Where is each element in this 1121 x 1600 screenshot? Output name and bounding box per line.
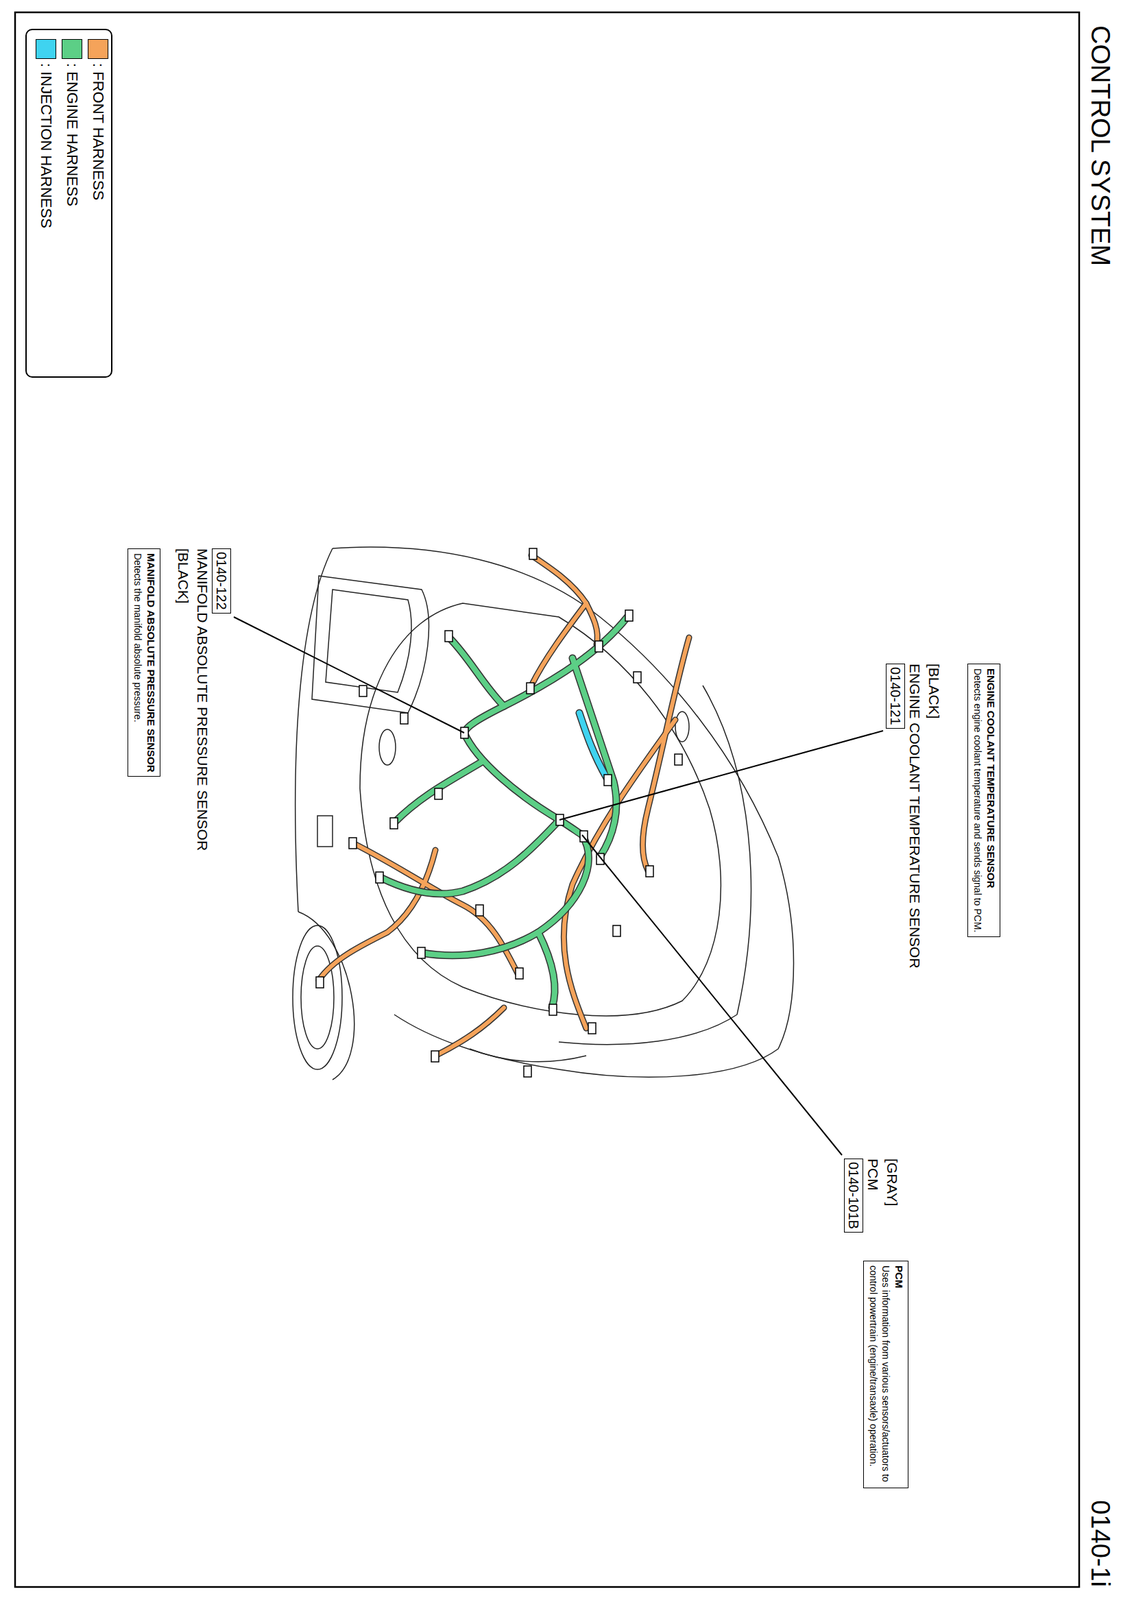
leader-line xyxy=(233,617,465,733)
description-heading: ENGINE COOLANT TEMPERATURE SENSOR xyxy=(984,668,999,933)
description-text: Uses information from various sensors/ac… xyxy=(867,1265,893,1484)
connector xyxy=(625,610,633,622)
leader-line xyxy=(559,730,884,821)
description-box: PCMUses information from various sensors… xyxy=(863,1260,909,1489)
car-body xyxy=(295,548,333,912)
description-text: Detects the manifold absolute pressure. xyxy=(131,553,144,773)
connector xyxy=(390,817,398,829)
engine-harness xyxy=(449,637,504,707)
part-name: [GRAY] xyxy=(882,1158,902,1233)
description-box: ENGINE COOLANT TEMPERATURE SENSORDetects… xyxy=(967,663,1001,938)
connector xyxy=(359,685,367,697)
windshield xyxy=(325,589,412,693)
engine-harness xyxy=(572,658,617,858)
fender-line xyxy=(702,685,751,1015)
engine-harness xyxy=(394,761,484,823)
engine-harness xyxy=(421,617,628,956)
legend-swatch xyxy=(61,39,83,59)
connector xyxy=(375,872,384,884)
bumper-line xyxy=(469,1049,587,1063)
description-box: MANIFOLD ABSOLUTE PRESSURE SENSORDetects… xyxy=(127,548,161,777)
wire-outline xyxy=(538,932,555,1008)
engine-harness xyxy=(380,820,560,895)
legend-row: : INJECTION HARNESS xyxy=(35,39,57,229)
connector xyxy=(523,1066,532,1078)
callout: [BLACK]ENGINE COOLANT TEMPERATURE SENSOR… xyxy=(885,663,944,969)
description-heading: MANIFOLD ABSOLUTE PRESSURE SENSOR xyxy=(144,553,159,773)
car-body xyxy=(332,547,794,1078)
page-border xyxy=(15,12,1080,1588)
connector xyxy=(431,1051,439,1063)
connector xyxy=(400,713,408,725)
page-number: 0140-1i xyxy=(1085,1500,1115,1588)
legend-row: : FRONT HARNESS xyxy=(87,39,109,201)
injection-harness xyxy=(579,713,607,779)
engine-bay xyxy=(359,603,721,1017)
legend-swatch xyxy=(87,39,109,59)
connector xyxy=(348,837,357,849)
connector xyxy=(434,788,443,800)
engine-harness xyxy=(538,932,555,1008)
connector xyxy=(549,1004,557,1016)
part-name: MANIFOLD ABSOLUTE PRESSURE SENSOR xyxy=(192,548,212,851)
connector xyxy=(645,865,654,877)
connector xyxy=(526,682,535,694)
strut-mount xyxy=(675,711,690,742)
connector xyxy=(674,754,683,766)
description-heading: PCM xyxy=(892,1265,907,1484)
callout: [GRAY]PCM0140-101B xyxy=(844,1158,902,1233)
legend-text: : INJECTION HARNESS xyxy=(37,63,55,229)
wheel xyxy=(292,925,343,1070)
leader-line xyxy=(582,835,842,1156)
connector xyxy=(475,905,484,916)
connector xyxy=(515,968,524,980)
wire-outline xyxy=(421,617,628,956)
front-harness xyxy=(643,637,690,871)
windshield xyxy=(311,575,429,714)
headlight xyxy=(317,815,333,847)
callout-number: 0140-121 xyxy=(885,663,906,729)
front-harness xyxy=(435,1007,504,1056)
connector xyxy=(316,977,324,988)
wire-outline xyxy=(380,820,560,895)
part-name: ENGINE COOLANT TEMPERATURE SENSOR xyxy=(905,663,925,969)
connector xyxy=(460,727,469,739)
connector xyxy=(444,630,453,642)
legend-swatch xyxy=(35,39,57,59)
connector xyxy=(417,947,426,959)
connector xyxy=(595,641,603,653)
legend-text: : FRONT HARNESS xyxy=(89,63,107,201)
wire-outline xyxy=(435,1007,504,1056)
connector xyxy=(529,548,537,560)
callout-number: 0140-122 xyxy=(211,548,232,614)
callout: 0140-122MANIFOLD ABSOLUTE PRESSURE SENSO… xyxy=(173,548,232,851)
legend-row: : ENGINE HARNESS xyxy=(61,39,83,207)
callout-number: 0140-101B xyxy=(844,1158,864,1233)
wheel-arch xyxy=(298,911,355,1080)
description-text: Detects engine coolant temperature and s… xyxy=(971,668,984,933)
connector xyxy=(612,925,621,937)
connector xyxy=(604,774,612,786)
wheel xyxy=(300,946,334,1050)
legend-box: : FRONT HARNESS : ENGINE HARNESS : INJECTI… xyxy=(25,28,113,378)
front-harness xyxy=(318,850,436,981)
wire-outline xyxy=(394,761,484,823)
connector xyxy=(633,671,642,683)
legend-text: : ENGINE HARNESS xyxy=(63,63,81,207)
strut-mount xyxy=(379,729,396,766)
wire-outline xyxy=(318,850,436,981)
wire-outline xyxy=(572,658,617,858)
connector xyxy=(588,1022,596,1034)
part-name: [BLACK] xyxy=(924,663,944,969)
part-name: [BLACK] xyxy=(173,548,193,851)
page-title: CONTROL SYSTEM xyxy=(1085,25,1115,267)
wire-outline xyxy=(449,637,504,707)
part-name: PCM xyxy=(863,1158,883,1233)
